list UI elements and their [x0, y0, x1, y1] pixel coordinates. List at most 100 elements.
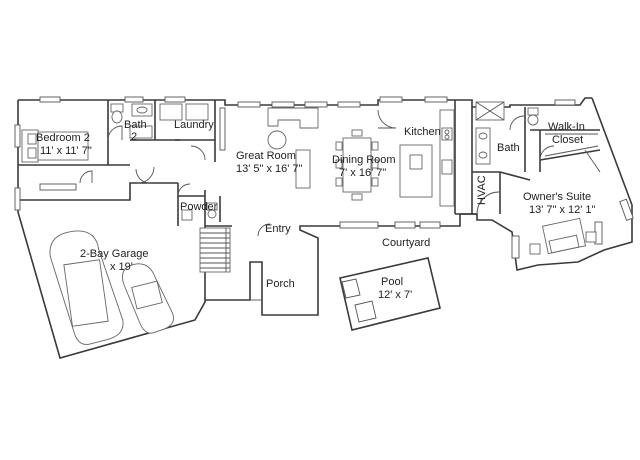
chair — [351, 129, 363, 137]
label-laundry: Laundry — [174, 119, 214, 131]
label-walk-in-sub: Closet — [552, 134, 583, 146]
closet-rod — [584, 149, 601, 173]
shower-line — [475, 101, 505, 121]
label-porch: Porch — [266, 278, 295, 290]
label-owners-suite-dims: 13' 7" x 12' 1" — [529, 204, 596, 216]
window — [554, 99, 576, 106]
bedroom2-furniture — [21, 129, 89, 163]
wall-bath-south — [499, 171, 531, 181]
window — [619, 198, 634, 221]
truck-bed — [63, 259, 109, 327]
pillow — [27, 147, 37, 159]
closet-rod — [544, 145, 599, 157]
ottoman — [267, 130, 287, 150]
pool-step — [354, 300, 377, 323]
label-garage-name: 2-Bay Garage — [80, 248, 148, 260]
label-entry: Entry — [265, 223, 291, 235]
label-dining-room-dims: 7' x 16' 7" — [339, 167, 386, 179]
window — [304, 101, 328, 108]
label-bath2-sub: 2 — [131, 131, 137, 143]
window — [237, 101, 261, 108]
wall-center-south — [205, 214, 461, 316]
pool — [339, 257, 441, 331]
window — [14, 187, 21, 211]
wall-powder-north — [177, 183, 205, 197]
chair — [371, 159, 379, 169]
door-swing — [476, 191, 500, 215]
chair — [371, 141, 379, 151]
label-owners-suite-name: Owner's Suite — [523, 191, 591, 203]
laundry-fixtures — [159, 103, 209, 121]
windows — [14, 96, 634, 259]
label-bedroom2-dims: 11' x 11' 7" — [40, 145, 92, 157]
chair — [335, 159, 343, 169]
chair — [351, 193, 363, 201]
sink — [478, 151, 488, 159]
wall-closet-divider — [539, 149, 601, 161]
dryer — [185, 103, 209, 121]
garage-cars — [49, 230, 174, 345]
dining-furniture — [335, 129, 379, 201]
fridge — [441, 159, 453, 175]
toilet — [207, 209, 217, 219]
door-swing — [79, 170, 93, 184]
bath2-fixtures — [110, 103, 153, 139]
window — [39, 96, 61, 103]
console — [295, 149, 311, 189]
label-dining-room-name: Dining Room — [332, 154, 396, 166]
chair — [335, 141, 343, 151]
window — [39, 183, 77, 191]
sink — [478, 132, 488, 140]
label-hvac: HVAC — [476, 175, 488, 205]
dining-table — [342, 137, 372, 193]
window — [419, 221, 441, 229]
pool-step — [341, 278, 361, 299]
sink — [136, 106, 148, 114]
label-great-room-name: Great Room — [236, 150, 296, 162]
burner — [444, 129, 450, 135]
bed — [37, 131, 89, 161]
bed-foot — [548, 234, 580, 254]
pillow — [27, 133, 37, 145]
nightstand — [529, 243, 541, 255]
kitchen-counter — [439, 109, 455, 207]
window — [219, 107, 226, 151]
window — [337, 101, 361, 108]
burner — [444, 134, 450, 140]
toilet-tank — [527, 107, 539, 116]
door-swing — [107, 125, 123, 141]
island-sink — [409, 154, 423, 170]
label-great-room-dims: 13' 5" x 16' 7" — [236, 163, 303, 175]
window — [424, 96, 448, 103]
window — [124, 96, 144, 103]
kitchen-island — [399, 144, 433, 198]
pool-outline — [339, 257, 441, 331]
sectional-sofa — [267, 107, 319, 129]
wall-north-west — [17, 100, 150, 201]
owners-suite-furniture — [529, 217, 597, 255]
door-swing — [137, 166, 155, 184]
window — [164, 96, 186, 103]
shower — [129, 125, 153, 139]
door-swing — [177, 183, 191, 197]
door-swing — [135, 168, 151, 184]
wall-east — [460, 97, 633, 271]
car-roof — [131, 280, 163, 310]
stairs — [199, 227, 231, 273]
nightstand — [585, 231, 597, 243]
window — [271, 101, 295, 108]
staircase — [199, 227, 231, 273]
toilet — [527, 114, 539, 126]
label-walk-in-name: Walk-In — [548, 121, 585, 133]
chair — [371, 177, 379, 187]
doors — [79, 109, 555, 237]
label-powder: Powder — [180, 201, 218, 213]
label-garage-dims: x 19' — [110, 261, 133, 273]
kitchen-fixtures — [399, 109, 455, 207]
owner-bath-fixtures — [475, 101, 539, 165]
window — [339, 221, 379, 229]
label-bath2-name: Bath — [124, 119, 147, 131]
wall-north — [18, 97, 592, 108]
window — [14, 124, 21, 148]
label-pool-dims: 12' x 7' — [378, 289, 412, 301]
